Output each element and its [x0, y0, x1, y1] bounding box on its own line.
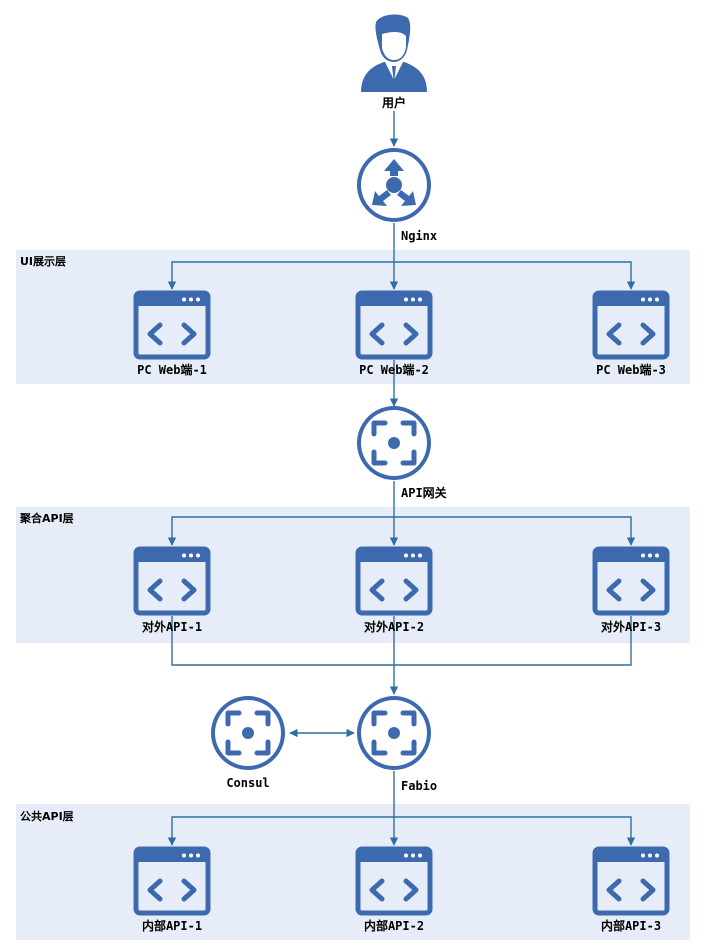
web3-label: PC Web端-3	[596, 362, 666, 377]
web1-label: PC Web端-1	[137, 362, 207, 377]
web2-label: PC Web端-2	[359, 362, 429, 377]
user-node: 用户	[361, 14, 427, 110]
web2-node: PC Web端-2	[358, 293, 430, 377]
edge-nginx-web1	[167, 261, 394, 290]
ext3-label: 对外API-3	[601, 619, 661, 634]
edge-gateway-ext3	[394, 516, 636, 546]
edge-fabio-int1	[167, 816, 394, 846]
layer-ui-label: UI展示层	[20, 255, 66, 268]
edge-gateway-ext1	[167, 516, 394, 546]
int2-label: 内部API-2	[364, 918, 424, 933]
fabio-node: Fabio	[357, 696, 437, 793]
gateway-icon	[211, 696, 285, 770]
edges	[167, 111, 636, 846]
fabio-label: Fabio	[401, 779, 437, 793]
edge-nginx-web3	[394, 261, 636, 290]
int3-node: 内部API-3	[595, 849, 667, 933]
layer-aggregate-api	[16, 507, 690, 643]
gateway-label: API网关	[401, 485, 447, 500]
layer-public-api	[16, 804, 690, 940]
ext3-node: 对外API-3	[595, 549, 667, 634]
ext2-label: 对外API-2	[364, 619, 424, 634]
int2-node: 内部API-2	[358, 849, 430, 933]
consul-node: Consul	[211, 696, 285, 790]
edge-fabio-int3	[394, 816, 636, 846]
int3-label: 内部API-3	[601, 918, 661, 933]
ext1-node: 对外API-1	[136, 549, 208, 634]
nginx-label: Nginx	[401, 229, 437, 243]
user-label: 用户	[381, 95, 406, 110]
gateway-icon	[357, 696, 431, 770]
int1-node: 内部API-1	[136, 849, 208, 933]
layer-public-api-label: 公共API层	[20, 809, 74, 823]
int1-label: 内部API-1	[142, 918, 202, 933]
ext2-node: 对外API-2	[358, 549, 430, 634]
ext1-label: 对外API-1	[142, 619, 202, 634]
layer-aggregate-api-label: 聚合API层	[19, 511, 74, 525]
user-icon	[361, 14, 427, 92]
layer-ui	[16, 250, 690, 384]
edge-ext-fabio	[171, 616, 632, 666]
gateway-icon	[357, 406, 431, 480]
consul-label: Consul	[226, 776, 269, 790]
gateway-node: API网关	[357, 406, 447, 500]
web3-node: PC Web端-3	[595, 293, 667, 377]
nginx-node: Nginx	[357, 148, 437, 243]
router-icon	[357, 148, 431, 222]
web1-node: PC Web端-1	[136, 293, 208, 377]
